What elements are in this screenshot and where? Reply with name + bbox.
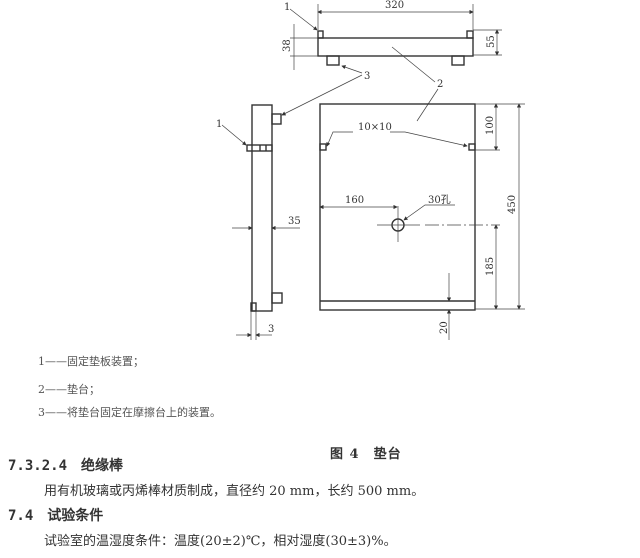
dim-160: 160 (345, 195, 364, 206)
dim-35: 35 (288, 216, 301, 227)
section-title: 绝缘棒 (81, 458, 124, 474)
dim-320: 320 (385, 0, 404, 11)
label-1-top: 1 (284, 2, 290, 13)
section-number: 7.4 (8, 508, 34, 524)
figure-caption: 图 4 垫台 (330, 447, 402, 462)
legend-item-2: 2——垫台； (38, 383, 100, 396)
label-1-side: 1 (216, 119, 222, 130)
dim-20: 20 (439, 321, 450, 334)
section-text-7-4: 试验室的温湿度条件：温度(20±2)℃，相对湿度(30±3)%。 (44, 534, 397, 549)
section-number: 7.3.2.4 (8, 458, 68, 474)
front-view: 10×10 160 30孔 100 450 185 20 (319, 103, 525, 340)
section-heading-7-4: 7.4 试验条件 (8, 505, 103, 525)
legend-item-1: 1——固定垫板装置； (38, 355, 144, 368)
label-2: 2 (437, 79, 443, 90)
dim-38: 38 (282, 39, 293, 52)
legend-item-3: 3——将垫台固定在摩擦台上的装置。 (38, 406, 221, 419)
side-view: 35 3 (232, 104, 301, 340)
dim-55: 55 (486, 35, 497, 48)
dim-185: 185 (485, 257, 496, 276)
label-3: 3 (364, 71, 370, 82)
dim-10x10: 10×10 (358, 122, 392, 133)
dim-3: 3 (268, 324, 274, 335)
section-text-7-3-2-4: 用有机玻璃或丙烯棒材质制成，直径约 20 mm，长约 500 mm。 (44, 484, 425, 499)
top-view: 320 38 55 (282, 0, 502, 70)
section-title: 试验条件 (47, 508, 104, 524)
dim-450: 450 (507, 195, 518, 214)
section-heading-7-3-2-4: 7.3.2.4 绝缘棒 (8, 455, 123, 475)
dim-30-hole: 30孔 (428, 194, 451, 206)
dim-100: 100 (485, 116, 496, 135)
figure-4-drawing: 320 38 55 1 3 2 35 3 1 10×10 (216, 0, 525, 340)
